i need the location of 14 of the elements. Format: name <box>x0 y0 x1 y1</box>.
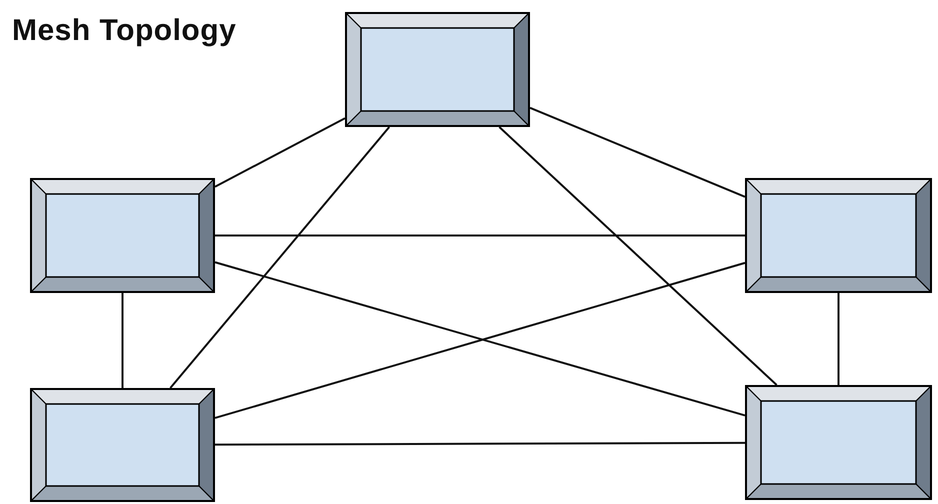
computer-block <box>30 388 215 502</box>
computer-block <box>745 385 932 500</box>
connection-line <box>214 117 346 188</box>
diagram-title: Mesh Topology <box>12 14 236 48</box>
connection-line <box>838 293 840 385</box>
connection-line <box>530 106 746 198</box>
computer-block <box>345 12 530 127</box>
connection-line <box>215 234 745 236</box>
connection-line <box>170 126 390 389</box>
connection-line <box>122 293 124 388</box>
computer-block <box>30 178 215 293</box>
connection-line <box>215 442 745 446</box>
connection-line <box>498 126 778 386</box>
computer-block <box>745 178 932 293</box>
